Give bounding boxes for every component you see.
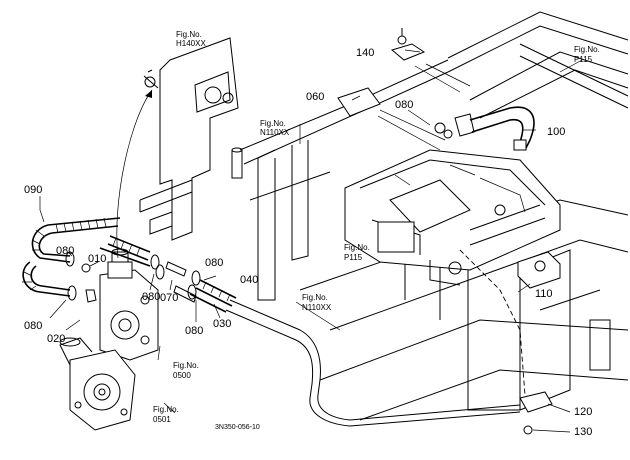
label-030: 030: [213, 318, 231, 330]
figref-title: Fig.No.: [173, 361, 199, 370]
figref-title: Fig.No.: [176, 30, 202, 39]
label-130: 130: [574, 426, 592, 438]
label-100: 100: [547, 126, 565, 138]
figref-number: P115: [574, 55, 593, 64]
figref-number: 0501: [153, 415, 171, 424]
leader-lines: [39, 49, 583, 433]
figref-number: P115: [344, 253, 363, 262]
figref-number: H140XX: [176, 39, 206, 48]
figref-number: N110XX: [260, 128, 290, 137]
part-labels: 090 080 010 080 020 080 070 080 080 040 …: [24, 47, 592, 438]
small-parts: [143, 28, 561, 435]
hose-clamps: [65, 251, 201, 303]
figref-title: Fig.No.: [302, 293, 328, 302]
figref-title: Fig.No.: [344, 243, 370, 252]
return-hose: [434, 106, 535, 151]
label-080: 080: [142, 291, 160, 303]
drawing-code: 3N350-056-10: [215, 424, 260, 431]
hydraulic-housing: [344, 149, 561, 286]
label-090: 090: [24, 184, 42, 196]
label-010: 010: [88, 253, 106, 265]
hydraulic-pump: [99, 248, 159, 361]
figref-title: Fig.No.: [260, 119, 286, 128]
figref-title: Fig.No.: [153, 405, 179, 414]
label-080: 080: [395, 99, 413, 111]
hydraulic-hoses: [22, 217, 237, 313]
label-080: 080: [205, 257, 223, 269]
label-070: 070: [160, 292, 178, 304]
figref-title: Fig.No.: [574, 45, 600, 54]
label-080: 080: [24, 320, 42, 332]
figref-number: N110XX: [302, 303, 332, 312]
tractor-frame: [239, 11, 629, 421]
label-080: 080: [56, 245, 74, 257]
label-080: 080: [185, 325, 203, 337]
label-140: 140: [356, 47, 374, 59]
mounting-bracket: [139, 37, 243, 241]
figure-references: Fig.No. H140XX Fig.No. N110XX Fig.No. P1…: [153, 30, 600, 424]
label-110: 110: [535, 288, 553, 300]
figref-number: 0500: [173, 371, 191, 380]
label-040: 040: [240, 274, 258, 286]
long-pipes: [225, 249, 526, 427]
label-060: 060: [306, 91, 324, 103]
label-020: 020: [47, 333, 65, 345]
water-pump: [59, 337, 136, 431]
label-120: 120: [574, 406, 592, 418]
